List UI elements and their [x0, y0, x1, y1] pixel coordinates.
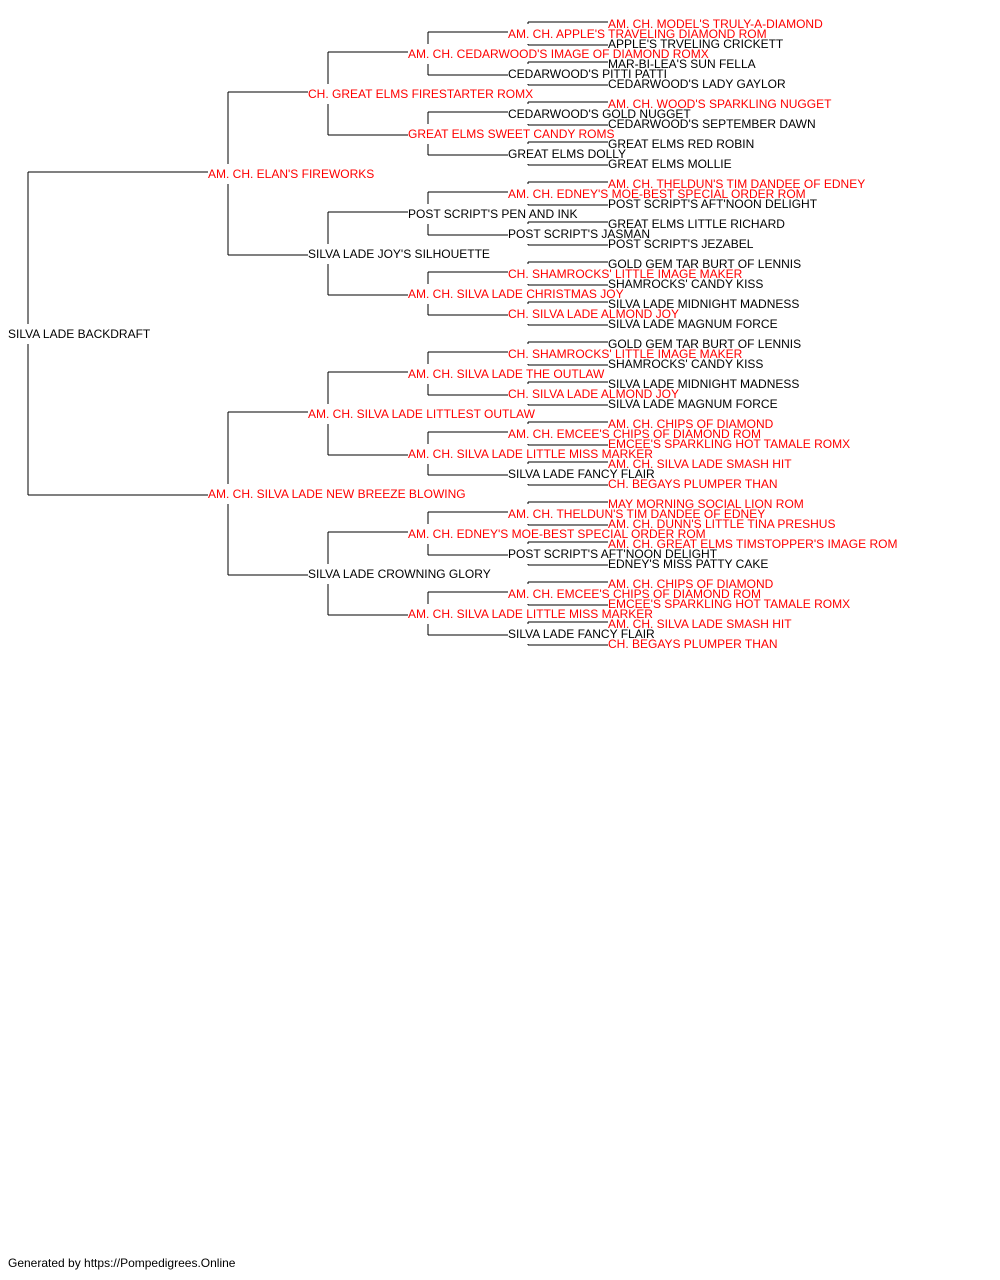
- pedigree-name: SHAMROCKS' CANDY KISS: [608, 277, 763, 291]
- pedigree-name: POST SCRIPT'S AFT'NOON DELIGHT: [608, 197, 818, 211]
- pedigree-name: GREAT ELMS DOLLY: [508, 147, 626, 161]
- pedigree-name: SILVA LADE FANCY FLAIR: [508, 627, 655, 641]
- pedigree-name: AM. CH. SILVA LADE LITTLEST OUTLAW: [308, 407, 536, 421]
- pedigree-name: APPLE'S TRVELING CRICKETT: [608, 37, 784, 51]
- pedigree-name: SILVA LADE FANCY FLAIR: [508, 467, 655, 481]
- pedigree-name: AM. CH. WOOD'S SPARKLING NUGGET: [608, 97, 832, 111]
- pedigree-name: AM. CH. DUNN'S LITTLE TINA PRESHUS: [608, 517, 835, 531]
- pedigree-connectors: [27, 21, 608, 646]
- pedigree-name: EMCEE'S SPARKLING HOT TAMALE ROMX: [608, 437, 850, 451]
- pedigree-name: AM. CH. SILVA LADE THE OUTLAW: [408, 367, 605, 381]
- pedigree-name: CH. BEGAYS PLUMPER THAN: [608, 637, 778, 651]
- pedigree-name: AM. CH. ELAN'S FIREWORKS: [208, 167, 374, 181]
- pedigree-name: POST SCRIPT'S JASMAN: [508, 227, 650, 241]
- pedigree-name: GREAT ELMS SWEET CANDY ROMS: [408, 127, 614, 141]
- pedigree-name: GOLD GEM TAR BURT OF LENNIS: [608, 257, 801, 271]
- pedigree-name: AM. CH. EMCEE'S CHIPS OF DIAMOND ROM: [508, 587, 761, 601]
- pedigree-name: SILVA LADE MAGNUM FORCE: [608, 397, 778, 411]
- pedigree-name: SHAMROCKS' CANDY KISS: [608, 357, 763, 371]
- pedigree-name: AM. CH. CHIPS OF DIAMOND: [608, 417, 774, 431]
- pedigree-name: AM. CH. GREAT ELMS TIMSTOPPER'S IMAGE RO…: [608, 537, 897, 551]
- pedigree-name: AM. CH. SILVA LADE LITTLE MISS MARKER: [408, 447, 653, 461]
- pedigree-labels: SILVA LADE BACKDRAFT AM. CH. ELAN'S FIREW…: [8, 17, 897, 651]
- pedigree-name: CEDARWOOD'S LADY GAYLOR: [608, 77, 786, 91]
- pedigree-name: SILVA LADE MIDNIGHT MADNESS: [608, 377, 799, 391]
- pedigree-name: POST SCRIPT'S JEZABEL: [608, 237, 754, 251]
- pedigree-name: AM. CH. SILVA LADE SMASH HIT: [608, 617, 792, 631]
- pedigree-name: SILVA LADE BACKDRAFT: [8, 327, 151, 341]
- pedigree-name: POST SCRIPT'S PEN AND INK: [408, 207, 577, 221]
- pedigree-name: CH. GREAT ELMS FIRESTARTER ROMX: [308, 87, 533, 101]
- pedigree-name: MAY MORNING SOCIAL LION ROM: [608, 497, 804, 511]
- pedigree-name: EDNEY'S MISS PATTY CAKE: [608, 557, 768, 571]
- pedigree-name: CH. SILVA LADE ALMOND JOY: [508, 387, 679, 401]
- pedigree-name: AM. CH. MODEL'S TRULY-A-DIAMOND: [608, 17, 823, 31]
- pedigree-name: AM. CH. CHIPS OF DIAMOND: [608, 577, 774, 591]
- pedigree-name: AM. CH. CEDARWOOD'S IMAGE OF DIAMOND ROM…: [408, 47, 709, 61]
- pedigree-name: CH. BEGAYS PLUMPER THAN: [608, 477, 778, 491]
- pedigree-name: CEDARWOOD'S GOLD NUGGET: [508, 107, 691, 121]
- pedigree-name: AM. CH. EDNEY'S MOE-BEST SPECIAL ORDER R…: [508, 187, 806, 201]
- pedigree-name: POST SCRIPT'S AFT'NOON DELIGHT: [508, 547, 718, 561]
- pedigree-name: AM. CH. SILVA LADE CHRISTMAS JOY: [408, 287, 624, 301]
- generated-by-footer: Generated by https://Pompedigrees.Online: [8, 1256, 236, 1270]
- pedigree-name: CH. SHAMROCKS' LITTLE IMAGE MAKER: [508, 347, 743, 361]
- pedigree-name: GREAT ELMS MOLLIE: [608, 157, 732, 171]
- pedigree-name: AM. CH. SILVA LADE SMASH HIT: [608, 457, 792, 471]
- pedigree-name: SILVA LADE MIDNIGHT MADNESS: [608, 297, 799, 311]
- pedigree-name: CEDARWOOD'S PITTI PATTI: [508, 67, 667, 81]
- pedigree-name: MAR-BI-LEA'S SUN FELLA: [608, 57, 756, 71]
- pedigree-name: CH. SILVA LADE ALMOND JOY: [508, 307, 679, 321]
- pedigree-name: AM. CH. SILVA LADE NEW BREEZE BLOWING: [208, 487, 466, 501]
- pedigree-name: GOLD GEM TAR BURT OF LENNIS: [608, 337, 801, 351]
- pedigree-name: SILVA LADE CROWNING GLORY: [308, 567, 491, 581]
- pedigree-name: CH. SHAMROCKS' LITTLE IMAGE MAKER: [508, 267, 743, 281]
- pedigree-name: SILVA LADE MAGNUM FORCE: [608, 317, 778, 331]
- pedigree-name: AM. CH. EDNEY'S MOE-BEST SPECIAL ORDER R…: [408, 527, 706, 541]
- pedigree-name: AM. CH. THELDUN'S TIM DANDEE OF EDNEY: [608, 177, 865, 191]
- pedigree-name: AM. CH. SILVA LADE LITTLE MISS MARKER: [408, 607, 653, 621]
- pedigree-name: SILVA LADE JOY'S SILHOUETTE: [308, 247, 490, 261]
- pedigree-name: AM. CH. THELDUN'S TIM DANDEE OF EDNEY: [508, 507, 765, 521]
- pedigree-name: GREAT ELMS RED ROBIN: [608, 137, 754, 151]
- pedigree-name: AM. CH. EMCEE'S CHIPS OF DIAMOND ROM: [508, 427, 761, 441]
- pedigree-name: EMCEE'S SPARKLING HOT TAMALE ROMX: [608, 597, 850, 611]
- pedigree-name: AM. CH. APPLE'S TRAVELING DIAMOND ROM: [508, 27, 767, 41]
- pedigree-name: CEDARWOOD'S SEPTEMBER DAWN: [608, 117, 816, 131]
- pedigree-name: GREAT ELMS LITTLE RICHARD: [608, 217, 785, 231]
